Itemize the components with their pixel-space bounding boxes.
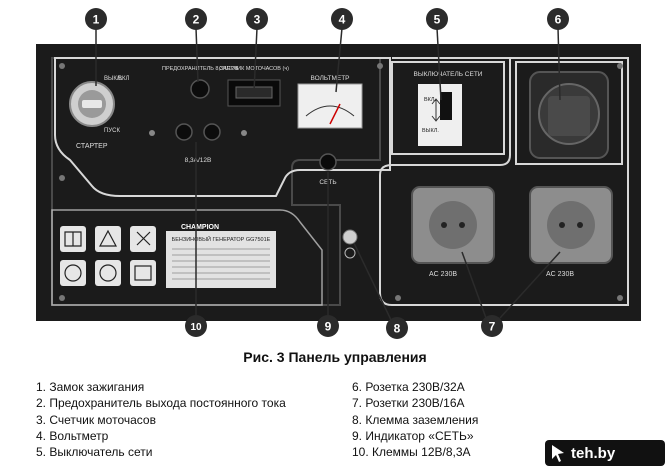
svg-text:4: 4 <box>339 13 346 27</box>
svg-text:9: 9 <box>325 320 332 334</box>
legend-item: 1. Замок зажигания <box>36 380 145 394</box>
dc-terminal-minus[interactable] <box>203 123 221 141</box>
svg-text:2: 2 <box>193 13 200 27</box>
dc-terminal-label: 8,3А/12В <box>185 157 212 164</box>
svg-text:10: 10 <box>190 322 202 333</box>
socket-16a-right[interactable] <box>529 186 613 264</box>
key-on-label: ВКЛ <box>118 76 129 82</box>
svg-text:5: 5 <box>434 13 441 27</box>
callout-1: 1 <box>85 8 107 30</box>
legend-item: 9. Индикатор «СЕТЬ» <box>352 428 474 443</box>
svg-text:3: 3 <box>254 13 261 27</box>
watermark-text: teh.by <box>571 444 616 462</box>
spec-lines <box>172 248 270 280</box>
ignition-switch[interactable] <box>69 81 115 127</box>
key-start-label: ПУСК <box>104 128 120 134</box>
panel-screws <box>59 63 623 301</box>
network-indicator <box>319 153 337 171</box>
figure-caption: Рис. 3 Панель управления <box>243 349 427 365</box>
legend-item: 3. Счетчик моточасов <box>36 412 156 427</box>
callout-9: 9 <box>317 315 339 337</box>
callout-3: 3 <box>246 8 268 30</box>
cursor-icon <box>552 445 564 462</box>
switch-arrow-icon <box>431 98 441 122</box>
callout-7: 7 <box>481 315 503 337</box>
callout-2: 2 <box>185 8 207 30</box>
leader-lines <box>95 27 561 323</box>
info-plate-outline <box>51 209 323 306</box>
svg-text:6: 6 <box>555 13 562 27</box>
svg-text:1: 1 <box>93 13 100 27</box>
callout-10: 10 <box>185 315 207 337</box>
dc-terminal-plus[interactable] <box>175 123 193 141</box>
brand-logo: CHAMPION <box>181 224 219 231</box>
mains-switch[interactable] <box>440 92 452 120</box>
starter-label: СТАРТЕР <box>76 143 108 150</box>
info-plate <box>166 220 276 288</box>
switch-off-label: ВЫКЛ. <box>422 128 439 134</box>
socket-right-label: AC 230В <box>546 271 574 278</box>
legend-right: 6. Розетка 230В/32А 7. Розетки 230В/16А … <box>352 379 478 460</box>
callout-5: 5 <box>426 8 448 30</box>
legend-item: 7. Розетки 230В/16А <box>352 396 465 411</box>
legend-item: 2. Предохранитель выхода постоянного ток… <box>36 396 286 411</box>
manual-icon <box>64 231 82 247</box>
watermark-badge: teh.by <box>545 440 665 466</box>
legend-item: 6. Розетка 230В/32А <box>352 380 465 394</box>
ventilation-icon <box>134 265 152 281</box>
panel-socket-outline <box>379 57 629 306</box>
legend-item: 10. Клеммы 12В/8,3А <box>352 445 471 460</box>
hour-counter-label: СЧЕТЧИК МОТОЧАСОВ (ч) <box>219 66 289 72</box>
legend-item: 4. Вольтметр <box>36 428 109 443</box>
callout-6: 6 <box>547 8 569 30</box>
no-waste-icon <box>136 231 151 246</box>
legend-item: 8. Клемма заземления <box>352 412 479 427</box>
panel-upper-outline <box>54 57 391 197</box>
svg-text:7: 7 <box>489 320 496 334</box>
switch-on-label: ВКЛ. <box>424 97 436 103</box>
no-smoking-icon <box>64 264 82 282</box>
svg-text:8: 8 <box>394 322 401 336</box>
hazard-icon <box>99 229 117 247</box>
socket-32a[interactable] <box>529 71 609 159</box>
legend-left: 1. Замок зажигания 2. Предохранитель вых… <box>36 379 286 460</box>
socket-16a-left[interactable] <box>411 186 495 264</box>
model-text: БЕНЗИНОВЫЙ ГЕНЕРАТОР GG7501E <box>172 235 271 243</box>
voltmeter <box>297 83 363 129</box>
switch-title-label: ВЫКЛЮЧАТЕЛЬ СЕТИ <box>414 71 483 78</box>
socket32-frame <box>515 61 623 165</box>
legend-item: 5. Выключатель сети <box>36 445 153 460</box>
key-off-label: ВЫКЛ. <box>104 76 123 82</box>
ground-terminal[interactable] <box>342 229 358 245</box>
voltmeter-label: ВОЛЬТМЕТР <box>310 75 349 82</box>
no-fire-icon <box>99 264 117 282</box>
fuse-label: ПРЕДОХРАНИТЕЛЬ 8,3А/12В <box>162 66 238 72</box>
callout-8: 8 <box>386 317 408 339</box>
switch-frame <box>391 61 505 155</box>
socket-left-label: AC 230В <box>429 271 457 278</box>
dc-fuse[interactable] <box>190 79 210 99</box>
callout-4: 4 <box>331 8 353 30</box>
ground-icon <box>344 247 356 259</box>
